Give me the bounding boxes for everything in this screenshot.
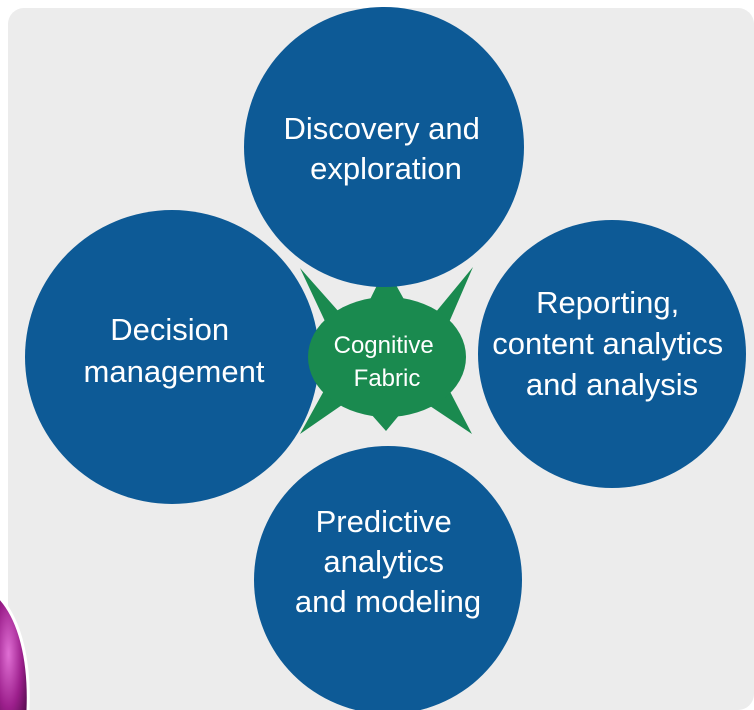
center-line-2: Fabric (354, 365, 421, 392)
node-top-line-1: Discovery and (283, 111, 479, 146)
node-circle-bottom (254, 446, 522, 710)
node-circle-top (244, 7, 524, 287)
node-left-line-1: Decision (110, 312, 229, 347)
node-right-line-1: Reporting, (536, 285, 679, 320)
node-top-line-2: exploration (310, 151, 462, 186)
node-circle-right (478, 220, 746, 488)
node-bottom-line-2: analytics (323, 544, 444, 579)
node-bottom-line-3: and modeling (295, 584, 481, 619)
node-left-label: Decision management (84, 312, 265, 389)
node-bottom-line-1: Predictive (316, 504, 452, 539)
center-node (308, 297, 466, 417)
decorative-accent-shape (0, 596, 30, 710)
node-right-line-2: content analytics (492, 326, 723, 361)
node-top-label: Discovery and exploration (283, 111, 488, 186)
node-left-line-2: management (84, 354, 265, 389)
node-right-line-3: and analysis (526, 367, 698, 402)
center-node-label: Cognitive Fabric (334, 332, 441, 392)
node-bottom-label: Predictive analytics and modeling (295, 504, 481, 619)
node-right-label: Reporting, content analytics and analysi… (492, 285, 732, 402)
node-circle-left (25, 210, 319, 504)
center-line-1: Cognitive (334, 332, 434, 359)
